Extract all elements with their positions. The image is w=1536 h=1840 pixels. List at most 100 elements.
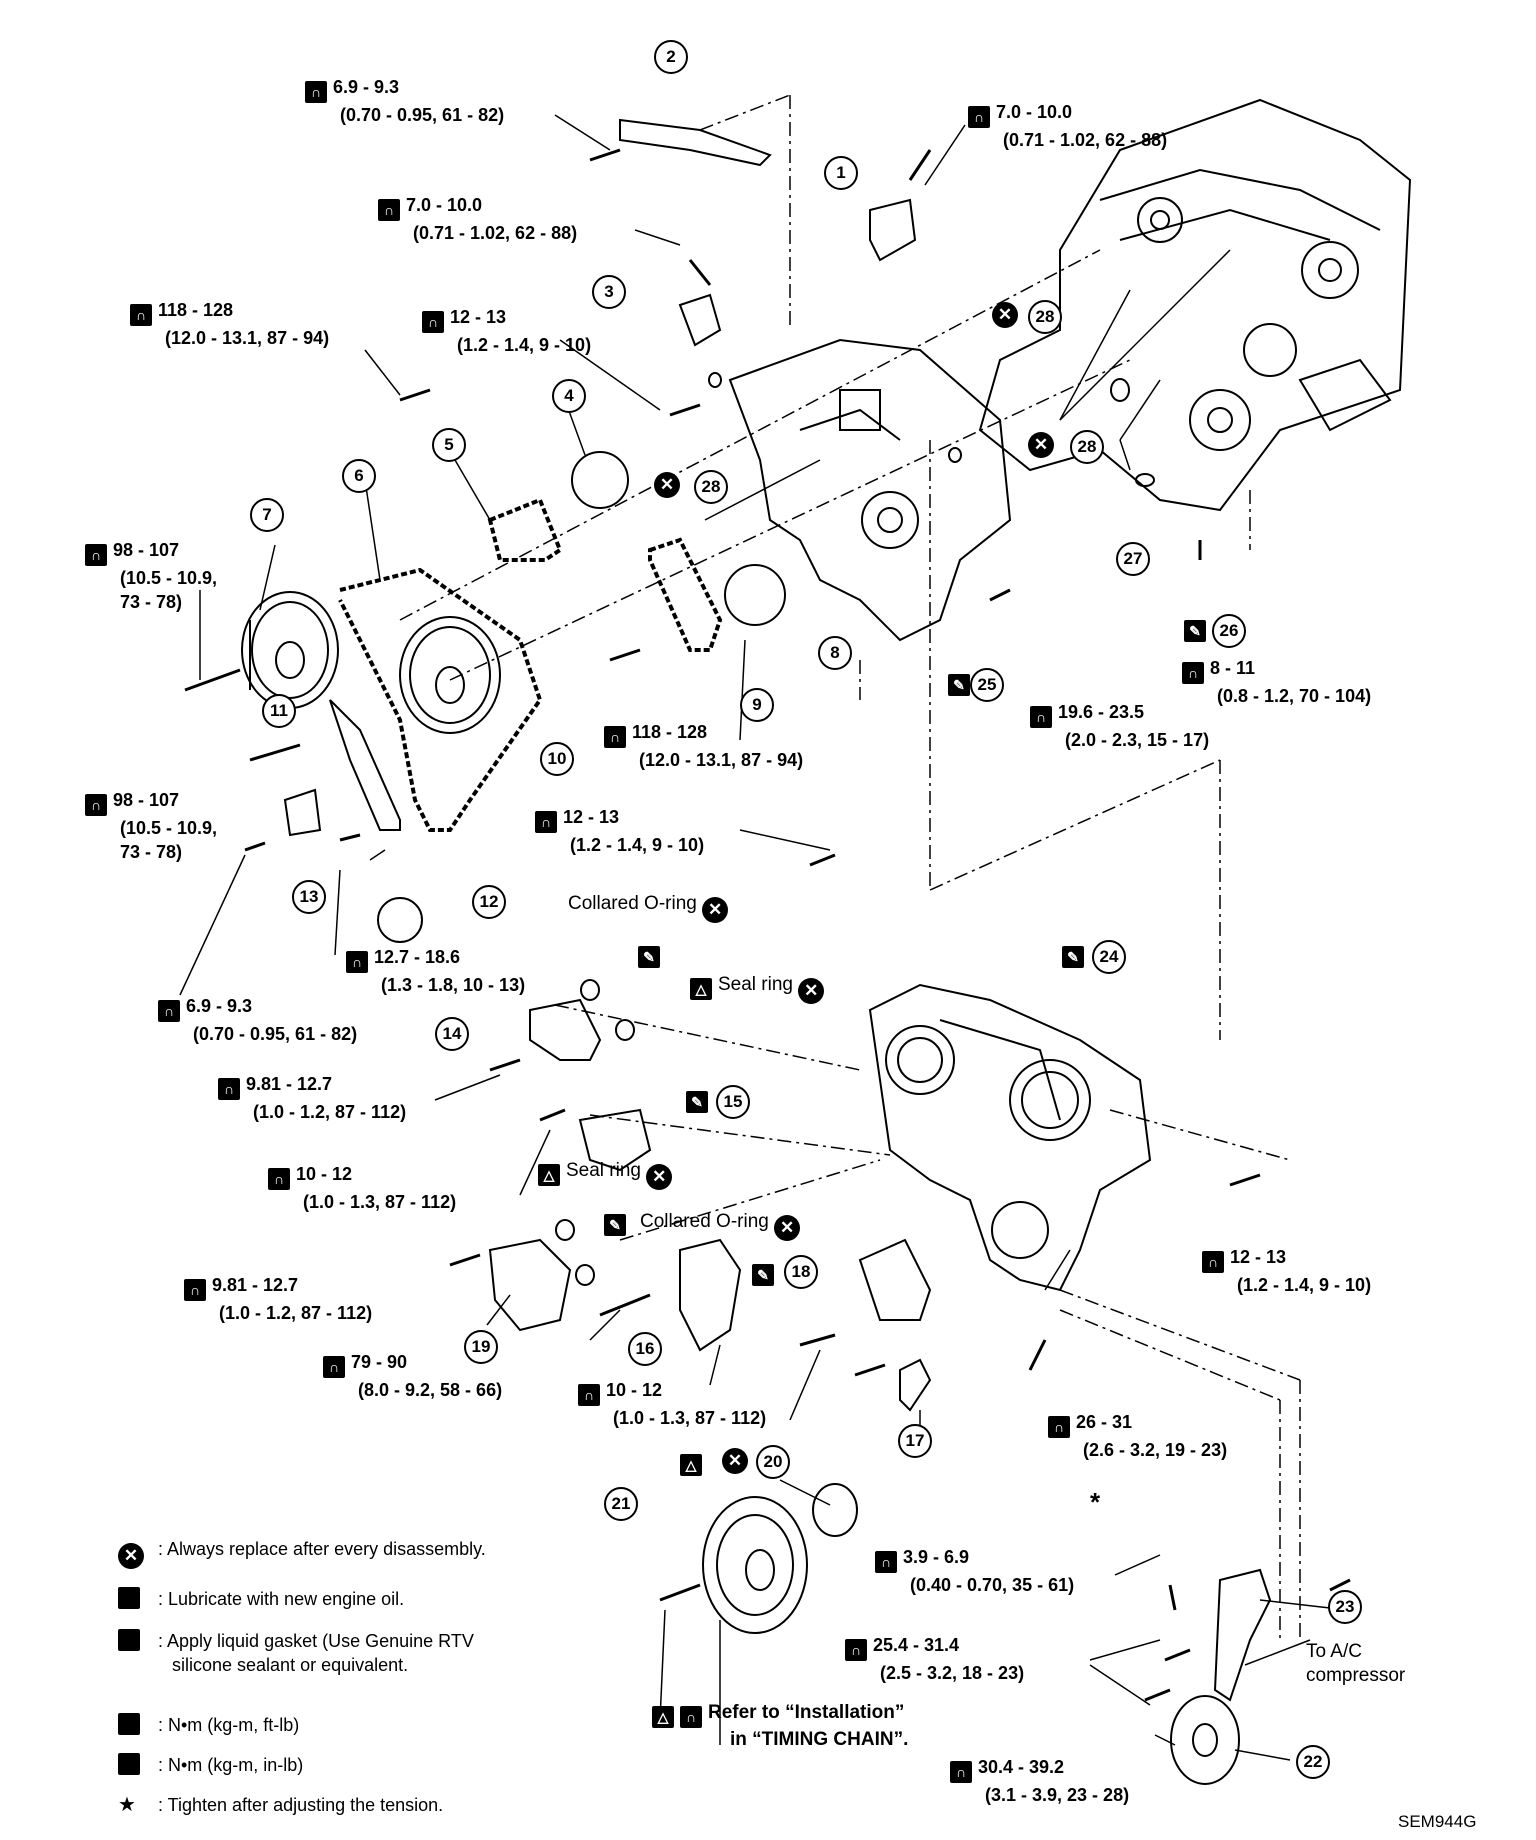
front-timing-cover [868,983,1152,1292]
bracket-3 [678,293,722,347]
callout-28b: 28 [1070,430,1104,464]
liquid-gasket-icon: ✎ [1184,614,1212,642]
torque-inlb-icon [184,1279,206,1301]
water-pump-cover-19 [488,1238,572,1332]
replace-icon: ✕ [722,1448,748,1474]
callout-7: 7 [250,498,284,532]
replace-icon: ✕ [654,472,680,498]
callout-25: 25 [970,668,1004,702]
callout-1: 1 [824,156,858,190]
torque-inlb-icon [158,1000,180,1022]
legend: ✕: Always replace after every disassembl… [118,1537,486,1817]
torque-ftlb-icon [1030,706,1052,728]
torque-ftlb-icon [604,726,626,748]
torque-label: 6.9 - 9.3 (0.70 - 0.95, 61 - 82) [305,75,504,127]
torque-label: 9.81 - 12.7 (1.0 - 1.2, 87 - 112) [184,1273,372,1325]
callout-28a: 28 [1028,300,1062,334]
oil-can-icon [118,1587,140,1609]
alignment-lines [399,94,1301,1640]
torque-label: 30.4 - 39.2 (3.1 - 3.9, 23 - 28) [950,1755,1129,1807]
bolts [184,148,1351,1702]
torque-inlb-icon [968,106,990,128]
figure-code: SEM944G [1398,1812,1477,1831]
torque-label: 12 - 13 (1.2 - 1.4, 9 - 10) [422,305,591,357]
replace-icon: ✕ [118,1543,144,1569]
gasket-15 [578,1108,652,1172]
torque-inlb-icon [268,1168,290,1190]
callout-14: 14 [435,1017,469,1051]
callout-18: 18 [784,1255,818,1289]
callout-11: 11 [262,694,296,728]
timing-chain-lower [648,537,723,652]
upper-guide-2 [619,118,772,167]
seal-ring-label: △Seal ring ✕ [690,972,825,1004]
oil-seal-20 [812,1483,858,1537]
callout-9: 9 [740,688,774,722]
legend-nm-ftlb: : N•m (kg-m, ft-lb) [118,1713,486,1737]
legend-gasket: : Apply liquid gasket (Use Genuine RTV s… [118,1629,486,1677]
torque-label: 7.0 - 10.0 (0.71 - 1.02, 62 - 88) [378,193,577,245]
liquid-gasket-icon: ✎ [1062,940,1090,968]
torque-inlb-icon [875,1551,897,1573]
torque-ftlb-icon [950,1761,972,1783]
callout-12: 12 [472,885,506,919]
torque-label: 8 - 11 (0.8 - 1.2, 70 - 104) [1182,656,1371,708]
callout-21: 21 [604,1487,638,1521]
torque-label: 79 - 90 (8.0 - 9.2, 58 - 66) [323,1350,502,1402]
torque-label: 7.0 - 10.0 (0.71 - 1.02, 62 - 88) [968,100,1167,152]
torque-ftlb-icon [845,1639,867,1661]
torque-inlb-icon [305,81,327,103]
rear-timing-cover [728,338,1012,642]
camshaft-sprocket-left [241,591,339,709]
torque-label: 25.4 - 31.4 (2.5 - 3.2, 18 - 23) [845,1633,1024,1685]
bracket-16 [679,1238,742,1352]
torque-inlb-icon [1182,662,1204,684]
liquid-gasket-icon: ✎ [948,668,976,696]
callout-3: 3 [592,275,626,309]
torque-ftlb-icon [346,951,368,973]
callout-13: 13 [292,880,326,914]
torque-label: 9.81 - 12.7 (1.0 - 1.2, 87 - 112) [218,1072,406,1124]
callout-17: 17 [898,1424,932,1458]
crank-sprocket-12 [377,897,423,943]
callout-8: 8 [818,636,852,670]
torque-ftlb-icon [422,311,444,333]
callout-28c: 28 [694,470,728,504]
callout-15: 15 [716,1085,750,1119]
legend-lubricate: : Lubricate with new engine oil. [118,1587,486,1611]
oil-can-icon: △ [690,978,712,1000]
torque-label: 118 - 128 (12.0 - 13.1, 87 - 94) [604,720,803,772]
oil-can-icon: △ [680,1448,708,1476]
water-pump-cover-14 [529,998,602,1061]
callout-19: 19 [464,1330,498,1364]
torque-ftlb-icon [85,794,107,816]
gasket-18 [858,1238,932,1321]
torque-label: 12 - 13 (1.2 - 1.4, 9 - 10) [1202,1245,1371,1297]
callout-5: 5 [432,428,466,462]
torque-label: 10 - 12 (1.0 - 1.3, 87 - 112) [578,1378,766,1430]
callout-4: 4 [552,379,586,413]
callout-23: 23 [1328,1590,1362,1624]
torque-inlb-icon [378,199,400,221]
torque-label: 6.9 - 9.3 (0.70 - 0.95, 61 - 82) [158,994,357,1046]
torque-label: 12 - 13 (1.2 - 1.4, 9 - 10) [535,805,704,857]
oil-can-icon: △ [652,1706,674,1728]
torque-label: 12.7 - 18.6 (1.3 - 1.8, 10 - 13) [346,945,525,997]
callout-2: 2 [654,40,688,74]
torque-ftlb-icon [323,1356,345,1378]
oil-can-icon: △ [538,1164,560,1186]
seal-ring-label: △Seal ring ✕ [538,1158,673,1190]
liquid-gasket-icon: ✎ [686,1085,714,1113]
liquid-gasket-icon: ✎ [752,1258,780,1286]
torque-label: 26 - 31 (2.6 - 3.2, 19 - 23) [1048,1410,1227,1462]
replace-icon: ✕ [774,1215,801,1241]
torque-inlb-icon [118,1753,140,1775]
hose-17 [899,1358,932,1412]
legend-nm-inlb: : N•m (kg-m, in-lb) [118,1753,486,1777]
callout-27: 27 [1116,542,1150,576]
idler-sprocket-4 [571,451,629,509]
engine-block [978,98,1412,512]
legend-tighten: ★: Tighten after adjusting the tension. [118,1794,444,1816]
slack-guide-11 [329,699,401,831]
